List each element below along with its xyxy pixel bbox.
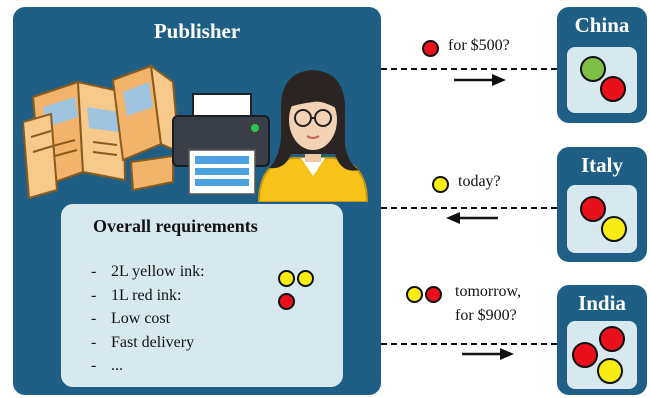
- requirements-box: Overall requirements -2L yellow ink: -1L…: [61, 204, 343, 387]
- red-ink-dot: [572, 342, 598, 368]
- requirement-text: 2L yellow ink:: [111, 263, 205, 280]
- requirement-text: Fast delivery: [111, 333, 195, 351]
- supplier-name: India: [578, 291, 626, 315]
- yellow-ink-dot: [278, 270, 295, 287]
- arrow-right-icon: [462, 348, 514, 360]
- person-icon: [257, 70, 369, 202]
- red-ink-dot: [425, 286, 442, 303]
- publisher-panel: Publisher: [13, 7, 381, 395]
- yellow-ink-dot: [601, 216, 627, 242]
- requirement-item: -...: [91, 354, 205, 378]
- yellow-ink-dot: [297, 270, 314, 287]
- books-icon: [23, 63, 181, 200]
- requirement-text: ...: [111, 357, 123, 374]
- red-ink-dot: [580, 196, 606, 222]
- yellow-ink-dot: [597, 358, 623, 384]
- message-text: today?: [458, 173, 501, 190]
- message-text-line2: for $900?: [455, 307, 517, 324]
- arrow-right-icon: [454, 74, 506, 86]
- red-ink-dot: [422, 40, 439, 57]
- supplier-name: Italy: [581, 153, 623, 177]
- list-bullet: -: [91, 286, 97, 304]
- red-ink-dot: [599, 326, 625, 352]
- supplier-china: China: [557, 7, 647, 123]
- list-bullet: -: [91, 357, 97, 374]
- message-text: for $500?: [448, 37, 510, 54]
- connector-line-india: [381, 343, 557, 345]
- supplier-ink-box: [567, 321, 637, 389]
- requirement-text: 1L red ink:: [111, 286, 182, 304]
- requirement-text: Low cost: [111, 310, 171, 327]
- printer-icon: [172, 93, 270, 195]
- supplier-ink-box: [567, 47, 637, 113]
- supplier-italy: Italy: [557, 147, 647, 262]
- supplier-name: China: [574, 13, 630, 37]
- list-bullet: -: [91, 263, 97, 280]
- green-ink-dot: [580, 56, 606, 82]
- requirement-item: -1L red ink:: [91, 284, 205, 308]
- red-ink-dot: [278, 293, 295, 310]
- requirement-item: -Low cost: [91, 307, 205, 331]
- supplier-ink-box: [567, 185, 637, 253]
- connector-line-italy: [381, 207, 557, 209]
- requirements-title: Overall requirements: [93, 216, 258, 236]
- connector-line-china: [381, 68, 557, 70]
- message-text-line1: tomorrow,: [455, 283, 522, 300]
- supplier-india: India: [557, 285, 647, 395]
- publisher-illustration: [23, 63, 369, 202]
- arrow-left-icon: [446, 212, 498, 224]
- requirements-list: -2L yellow ink: -1L red ink: -Low cost -…: [91, 260, 205, 378]
- list-bullet: -: [91, 333, 97, 351]
- requirement-item: -Fast delivery: [91, 331, 205, 355]
- publisher-title: Publisher: [153, 19, 241, 43]
- list-bullet: -: [91, 310, 97, 327]
- yellow-ink-dot: [432, 176, 449, 193]
- yellow-ink-dot: [406, 286, 423, 303]
- red-ink-dot: [600, 76, 626, 102]
- requirement-item: -2L yellow ink:: [91, 260, 205, 284]
